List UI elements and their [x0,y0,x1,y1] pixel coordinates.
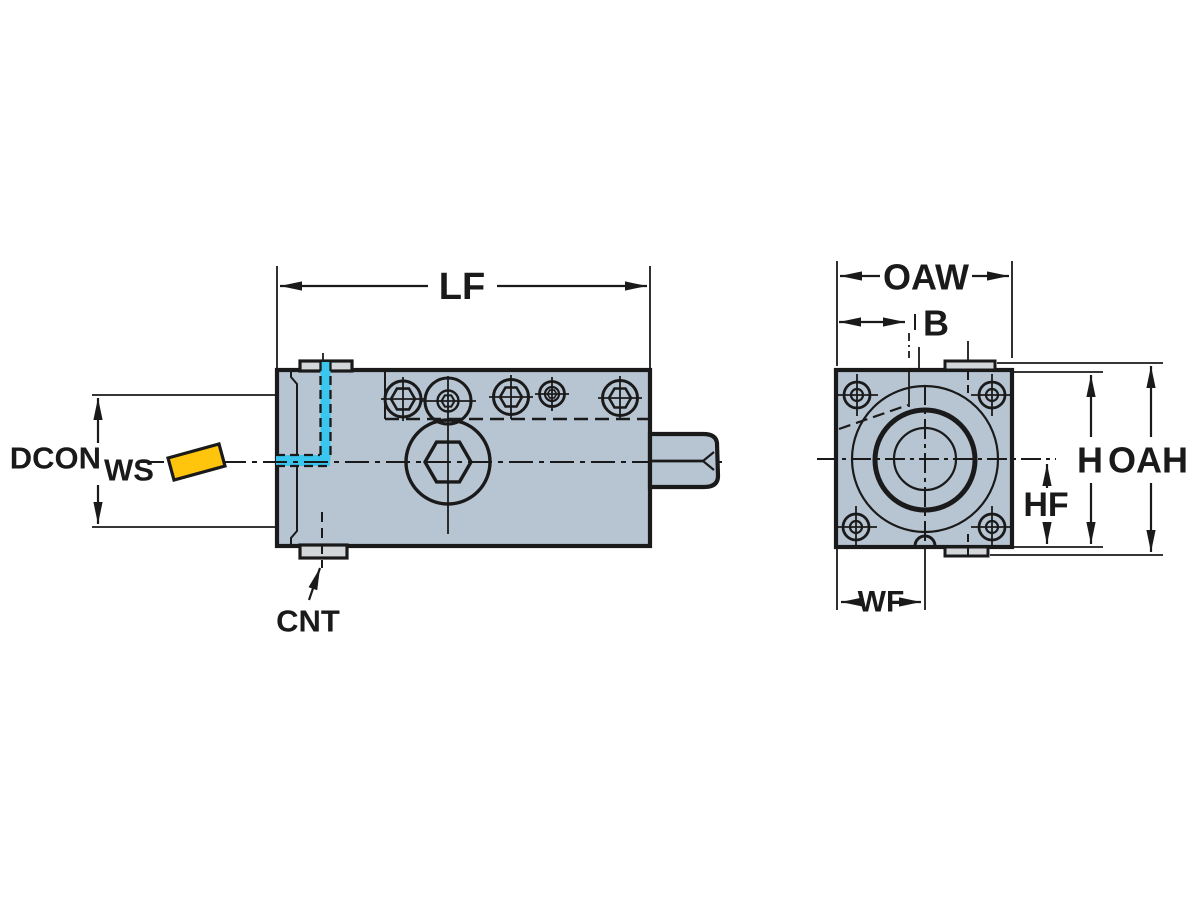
dim-label-ws: WS [104,453,154,488]
dimension-b: B [839,303,949,358]
screw-4 [535,377,569,411]
dimension-oah: OAH [1108,366,1188,552]
front-top-tab [943,359,997,372]
dim-label-oaw: OAW [883,257,969,298]
cutting-insert [166,442,227,482]
dimension-wf: WF [836,549,921,619]
tool-body [274,367,653,549]
screw-1 [381,377,425,421]
dim-label-wf: WF [858,586,905,619]
side-view: LF [10,266,722,639]
screw-5 [598,376,642,420]
dimension-dcon: DCON WS [10,394,277,528]
callout-label-cnt: CNT [276,604,340,639]
dimension-hf: HF [1023,464,1069,544]
dim-label-b: B [923,303,949,344]
corner-screw-tr [971,374,1012,416]
screw-3 [489,375,533,419]
dim-label-dcon: DCON [10,441,101,476]
callout-cnt: CNT [276,567,340,639]
dim-label-hf: HF [1023,486,1068,524]
corner-screw-bl [836,506,877,546]
corner-screw-br [971,506,1012,546]
dim-label-oah: OAH [1108,440,1188,481]
bottom-clamp-tab [298,543,349,560]
dimension-lf: LF [280,266,647,308]
shaft-stub [647,431,721,490]
hidden-chamfer-line [838,403,909,431]
dimension-h: H [1077,375,1103,544]
dim-label-h: H [1077,440,1103,481]
front-view: OAW B [817,257,1188,619]
front-bottom-tab [943,545,990,558]
dimension-oaw: OAW [840,257,1009,298]
corner-screw-tl [836,374,878,416]
highlighted-slot [276,362,332,468]
dim-label-lf: LF [439,266,485,308]
